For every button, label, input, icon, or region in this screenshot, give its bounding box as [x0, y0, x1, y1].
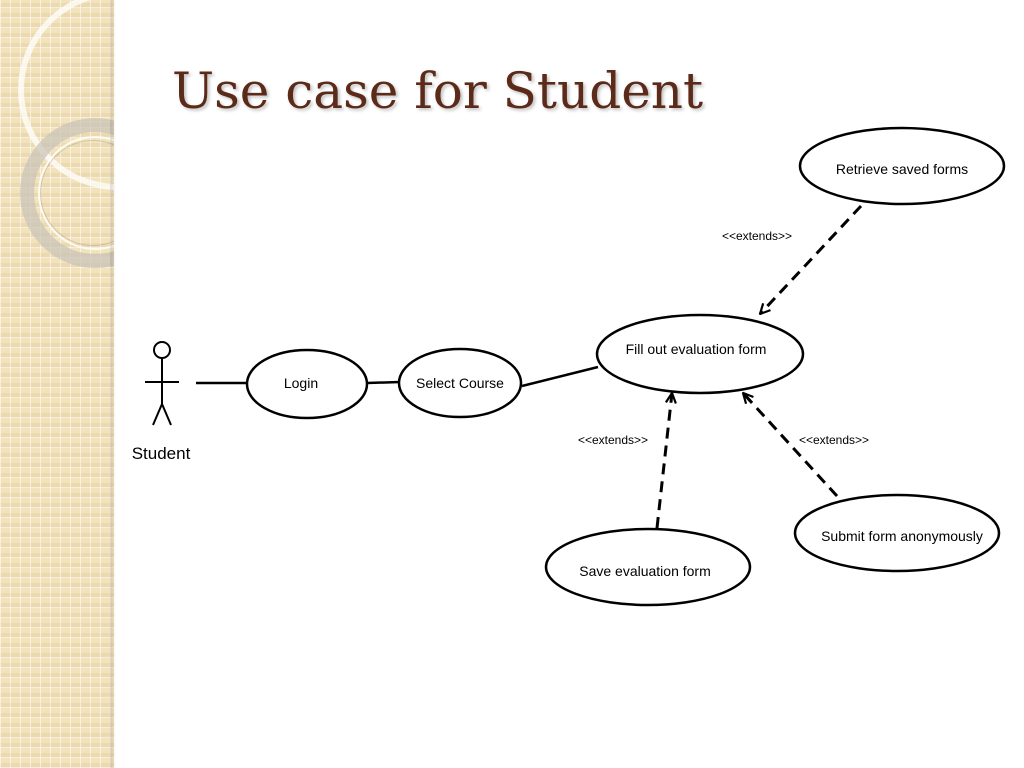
use-case-fill-out-label: Fill out evaluation form [626, 341, 767, 357]
actor-label: Student [132, 444, 191, 463]
use-case-login: Login [245, 348, 369, 420]
extends-label-retrieve: <<extends>> [722, 229, 792, 243]
use-case-submit-form-anonymously: Submit form anonymously [793, 493, 1001, 573]
sidebar-shadow [110, 0, 116, 768]
use-case-retrieve-label: Retrieve saved forms [836, 161, 968, 177]
use-case-select-course-label: Select Course [416, 375, 504, 391]
use-case-retrieve-saved-forms: Retrieve saved forms [798, 126, 1006, 206]
use-case-select-course: Select Course [397, 347, 523, 419]
decorative-sidebar [0, 0, 114, 768]
extends-label-save: <<extends>> [578, 433, 648, 447]
use-case-login-label: Login [284, 375, 318, 391]
extends-arrow-submit [743, 393, 839, 498]
use-case-save-label: Save evaluation form [579, 563, 711, 579]
use-case-fill-out-evaluation-form: Fill out evaluation form [595, 313, 805, 395]
use-case-submit-label: Submit form anonymously [821, 528, 983, 544]
extends-arrow-save [655, 393, 672, 529]
association-login-select-course [366, 380, 401, 385]
actor-right-leg [161, 403, 172, 426]
extends-arrow-retrieve [760, 204, 863, 314]
student-actor: Student [132, 341, 191, 463]
use-case-save-evaluation-form: Save evaluation form [544, 527, 752, 607]
extends-label-submit: <<extends>> [799, 433, 869, 447]
actor-left-leg [152, 403, 163, 426]
association-select-course-fill-out [521, 365, 599, 388]
page-title: Use case for Student [172, 62, 704, 120]
actor-head [153, 341, 171, 359]
